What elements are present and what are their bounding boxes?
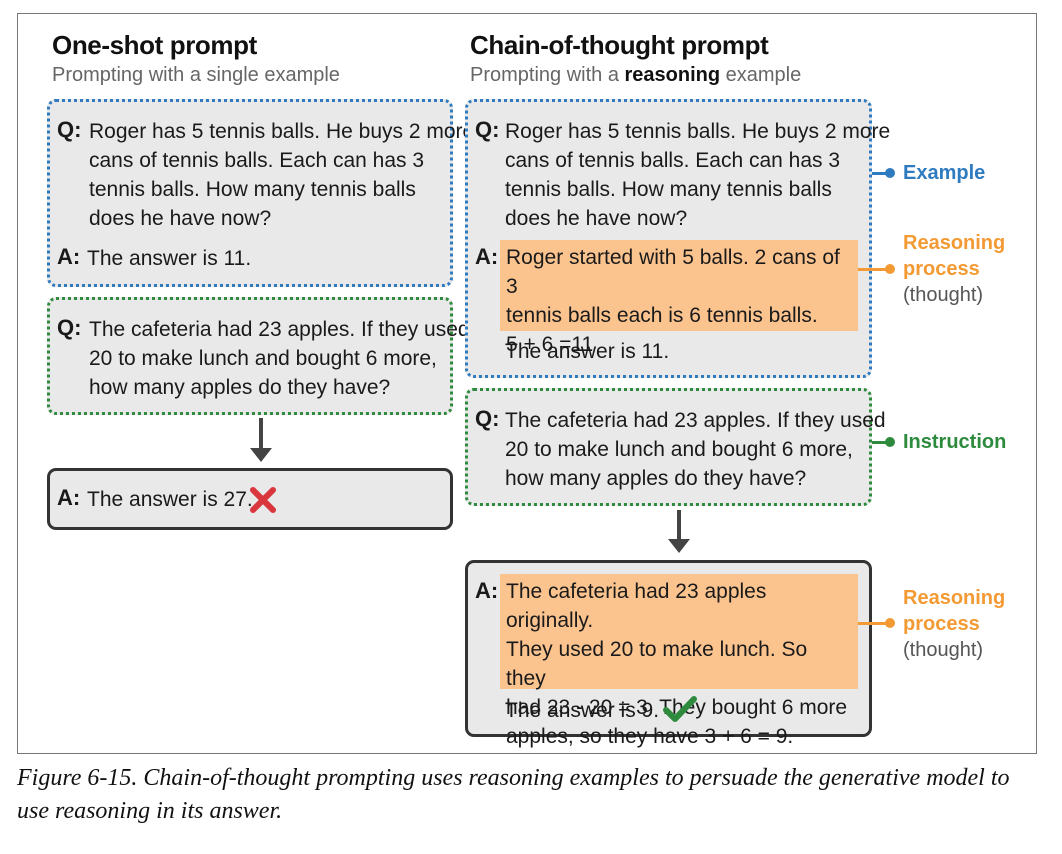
one-shot-subtitle: Prompting with a single example (52, 64, 340, 86)
flow-arrow-shaft (677, 510, 681, 541)
callout-reasoning-1: Reasoning process (thought) (903, 232, 1006, 306)
a-label: A: (475, 578, 499, 603)
one-shot-example-answer: The answer is 11. (87, 247, 252, 270)
reasoning-connector-1 (858, 268, 892, 271)
cot-instruction-question: The cafeteria had 23 apples. If they use… (505, 409, 886, 490)
cross-icon (250, 487, 276, 513)
q-label: Q: (57, 315, 82, 340)
one-shot-instruction-question: The cafeteria had 23 apples. If they use… (89, 318, 470, 399)
q-label: Q: (57, 117, 82, 142)
flow-arrow-shaft (259, 418, 263, 450)
reasoning-dot-1 (885, 264, 895, 274)
reasoning-connector-2 (858, 622, 892, 625)
reasoning-dot-2 (885, 618, 895, 628)
one-shot-example-question: Roger has 5 tennis balls. He buys 2 more… (89, 120, 475, 230)
cot-example-answer: The answer is 11. (505, 340, 670, 363)
example-connector (872, 172, 892, 175)
one-shot-output-answer: The answer is 27. (87, 488, 253, 511)
q-label: Q: (475, 406, 500, 431)
q-label: Q: (475, 117, 500, 142)
callout-example: Example (903, 162, 986, 184)
checkmark-icon (663, 696, 697, 722)
flow-arrow-head (668, 539, 690, 553)
cot-example-box (465, 99, 872, 378)
callout-reasoning-2: Reasoning process (thought) (903, 587, 1006, 661)
figure-caption: Figure 6-15. Chain-of-thought prompting … (17, 765, 1010, 824)
a-label: A: (57, 485, 81, 510)
example-dot (885, 168, 895, 178)
cot-example-question: Roger has 5 tennis balls. He buys 2 more… (505, 120, 891, 230)
cot-output-reasoning: The cafeteria had 23 apples originally. … (500, 574, 858, 748)
a-label: A: (57, 244, 81, 269)
cot-title: Chain-of-thought prompt (470, 30, 769, 60)
a-label: A: (475, 244, 499, 269)
one-shot-example-box (47, 99, 453, 287)
instruction-connector (872, 441, 892, 444)
flow-arrow-head (250, 448, 272, 462)
cot-example-reasoning: Roger started with 5 balls. 2 cans of 3 … (500, 240, 858, 356)
instruction-dot (885, 437, 895, 447)
one-shot-output-box (47, 468, 453, 530)
cot-instruction-box (465, 388, 872, 506)
cot-output-answer: The answer is 9. (505, 699, 660, 722)
one-shot-title: One-shot prompt (52, 30, 257, 60)
one-shot-instruction-box (47, 297, 453, 415)
callout-instruction: Instruction (903, 431, 1007, 453)
figure-frame (17, 13, 1037, 754)
cot-subtitle: Prompting with a reasoning example (470, 64, 802, 86)
